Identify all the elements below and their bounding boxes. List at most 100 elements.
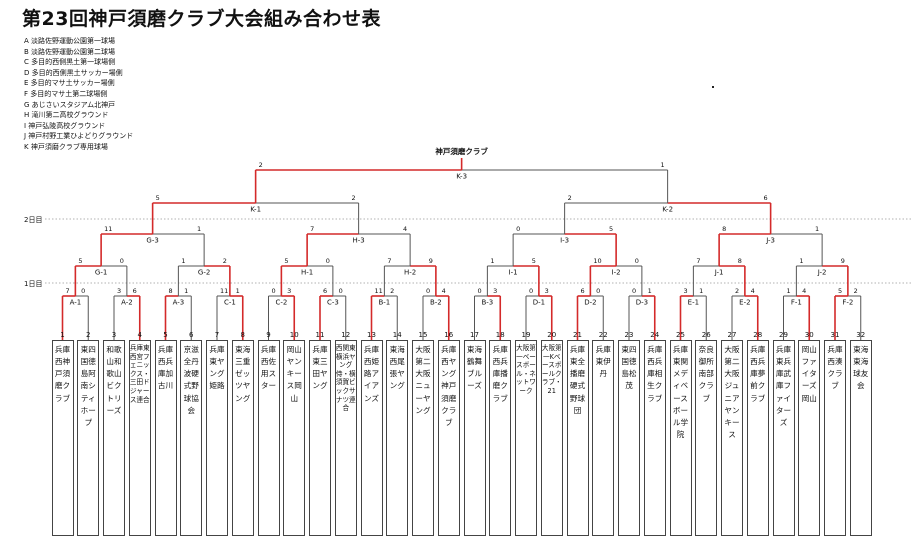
match-score: 1 (699, 287, 703, 295)
team-cell: 京滋全丹波硬式野球協会 (180, 340, 203, 536)
team-name: 大阪ジュニアヤンキース (724, 369, 740, 440)
team-number: 30 (805, 331, 814, 339)
match-score: 0 (596, 287, 600, 295)
match-score: 0 (632, 287, 636, 295)
match-score: 0 (529, 287, 533, 295)
team-cell: 大阪第一Kベースボールクラブ・21 (540, 340, 563, 536)
team-number: 2 (86, 331, 90, 339)
team-area: 大阪第二 (415, 345, 431, 367)
team-area: 兵庫東 (672, 345, 689, 367)
match-score: 0 (478, 287, 482, 295)
team-cell: 兵庫東ヤング姫路 (206, 340, 228, 536)
match-label: K-1 (250, 206, 261, 214)
team-area: 兵庫西 (647, 345, 663, 367)
match-score: 1 (648, 287, 652, 295)
match-label: F-2 (842, 299, 853, 307)
match-label: J-1 (714, 269, 724, 277)
team-area: 兵庫西 (750, 345, 766, 367)
team-number: 24 (650, 331, 659, 339)
match-score: 5 (838, 287, 842, 295)
team-number: 25 (676, 331, 685, 339)
team-cell: 兵庫西兵庫夢前クラブ (746, 340, 769, 536)
team-number: 23 (625, 331, 634, 339)
match-score: 6 (763, 194, 767, 202)
venue-item: K 神戸須磨クラブ専用球場 (24, 142, 108, 151)
team-name: 姫路アイアンズ (363, 357, 380, 403)
team-area: 東四国 (80, 345, 96, 367)
match-score: 3 (545, 287, 549, 295)
match-label: A-2 (121, 299, 133, 307)
team-number: 8 (241, 331, 245, 339)
venue-item: I 神戸弘陵高校グラウンド (24, 121, 106, 130)
team-area: 西関東 (335, 344, 356, 352)
match-score: 4 (403, 225, 407, 233)
team-number: 32 (856, 331, 865, 339)
team-name: 大阪ニューヤング (415, 369, 431, 415)
match-score: 0 (120, 257, 124, 265)
match-score: 1 (815, 225, 819, 233)
match-score: 1 (787, 287, 791, 295)
match-label: D-1 (533, 299, 545, 307)
page-title: 第23回神戸須磨クラブ大会組み合わせ表 (22, 8, 381, 30)
team-name: 西尾張ヤング (389, 357, 405, 391)
team-area: 兵庫西 (441, 345, 457, 367)
team-name: ベースボール・ネットワーク (516, 352, 536, 395)
day2-label: 2日目 (24, 216, 42, 224)
match-label: D-2 (584, 299, 596, 307)
team-cell: 兵庫西ヤング神戸須磨クラブ (437, 340, 460, 536)
team-area: 京滋 (183, 345, 199, 354)
match-score: 11 (104, 225, 112, 233)
venue-item: J 神戸村野工業ひよどりグラウンド (24, 132, 134, 141)
team-name: 神戸須磨クラブ (54, 357, 71, 403)
team-name: 三重ゼッツヤング (235, 357, 251, 403)
team-area: 兵庫西 (54, 345, 71, 367)
match-label: J-3 (765, 237, 775, 245)
match-label: A-3 (173, 299, 185, 307)
team-cell: 兵庫東西宮フェニックス・三田ドジャース連合 (128, 340, 151, 536)
venue-item: C 多目的西側黒土第一球場側 (24, 58, 116, 67)
match-label: H-3 (353, 237, 365, 245)
team-name: 佐用スター (260, 357, 277, 391)
team-number: 7 (215, 331, 219, 339)
match-label: I-2 (612, 269, 621, 277)
team-cell: 岡山ファイターズ岡山 (798, 340, 821, 536)
team-area: 東海 (389, 345, 405, 354)
match-score: 4 (751, 287, 755, 295)
team-cell: 岡山ヤンキース岡山 (283, 340, 306, 536)
match-label: I-1 (509, 269, 518, 277)
match-label: F-1 (791, 299, 802, 307)
venue-item: D 多目的西側黒土サッカー場側 (24, 68, 123, 77)
match-score: 3 (493, 287, 497, 295)
team-area: 兵庫東 (209, 345, 225, 367)
venue-item: A 淡路佐野運動公園第一球場 (24, 37, 116, 45)
team-name: 徳島松茂 (621, 357, 637, 391)
team-area: 兵庫西 (363, 345, 380, 367)
team-name: 横浜ヤング侍・横須賀ビックサナツ連合 (335, 352, 356, 413)
match-score: 1 (197, 225, 201, 233)
team-number: 20 (547, 331, 556, 339)
team-cell: 大阪第二大阪ニューヤング (412, 340, 434, 536)
team-cell: 兵庫東関メディベースボール学院 (669, 340, 692, 536)
match-score: 1 (490, 257, 494, 265)
match-score: 8 (722, 225, 726, 233)
match-label: C-3 (327, 299, 339, 307)
match-label: C-1 (224, 299, 236, 307)
team-number: 27 (728, 331, 737, 339)
team-area: 大阪第一 (541, 344, 562, 361)
team-name: 兵庫加古川 (157, 357, 174, 391)
team-number: 28 (753, 331, 762, 339)
match-score: 5 (609, 225, 613, 233)
team-name: Kベースボールクラブ・21 (541, 352, 562, 395)
venue-item: H 滝川第二高校グラウンド (24, 111, 109, 120)
match-score: 0 (81, 287, 85, 295)
team-area: 東海 (235, 345, 251, 354)
team-name: 和歌山ビクトリーズ (106, 357, 122, 415)
team-cell: 東四国徳島阿南シティホープ (77, 340, 100, 536)
team-number: 9 (266, 331, 270, 339)
match-score: 2 (735, 287, 739, 295)
team-name: ヤンキース岡山 (286, 357, 302, 403)
team-cell: 兵庫東兵庫武庫ファイターズ (772, 340, 795, 536)
team-cell: 兵庫東伊丹 (592, 340, 615, 536)
